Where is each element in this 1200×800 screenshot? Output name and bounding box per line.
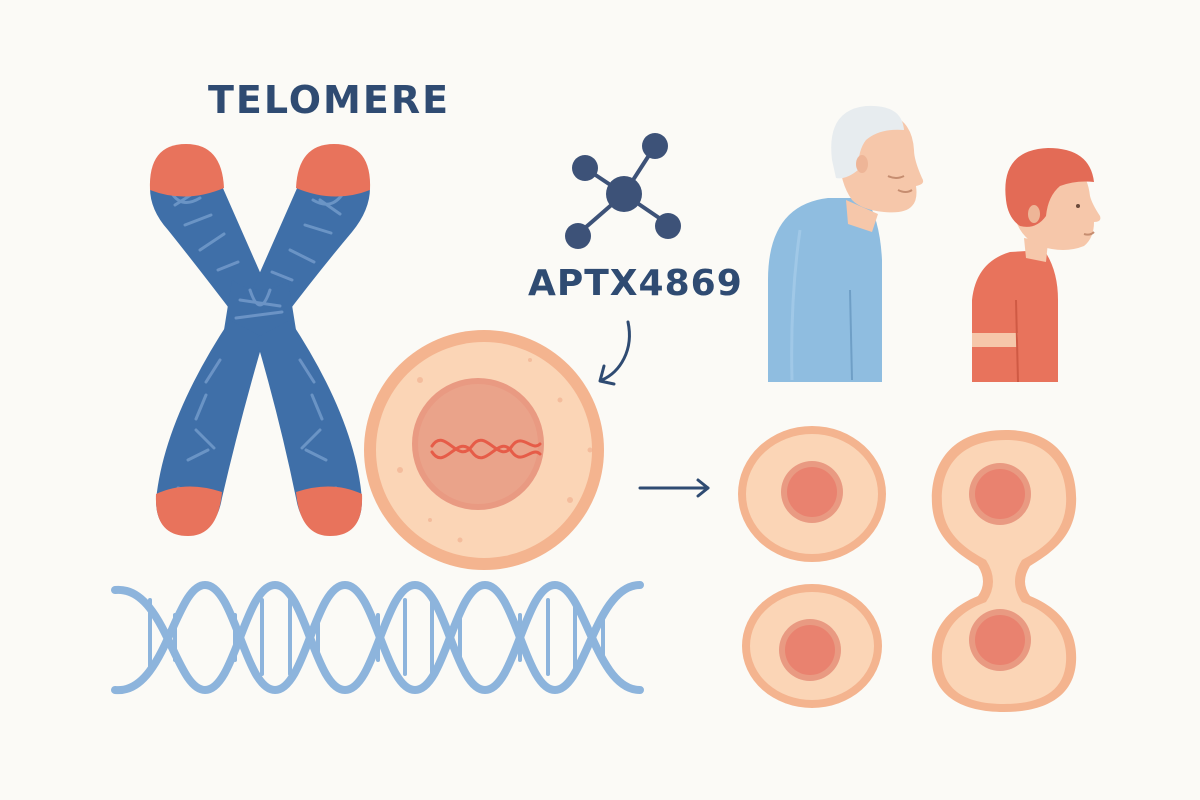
- nucleus-dna-strands: [430, 438, 542, 460]
- elder-shirt: [768, 198, 882, 382]
- child-shirt: [972, 250, 1058, 382]
- compound-label: APTX4869: [528, 263, 743, 304]
- cell-icon-bottom-left: [742, 584, 882, 708]
- telomere-cap-top-right: [296, 144, 371, 197]
- chromosome-arm-lower-left: [156, 320, 264, 534]
- child-icon: [972, 148, 1101, 383]
- elder-hair: [831, 105, 904, 179]
- elderly-person-icon: [768, 105, 924, 382]
- cell-icon-dividing: [931, 430, 1077, 712]
- chromosome-pattern: [168, 188, 347, 496]
- cell-icon-top-left: [738, 426, 886, 562]
- chromosome-icon: [149, 144, 371, 536]
- arrow-right-icon: [638, 478, 710, 498]
- cell-icon: [364, 330, 604, 570]
- telomere-cap-top-left: [149, 144, 224, 197]
- child-hair: [1005, 148, 1094, 227]
- dna-helix-icon: [111, 580, 644, 695]
- telomere-label: TELOMERE: [208, 78, 451, 122]
- arrow-icon: [598, 320, 631, 386]
- molecule-icon: [565, 133, 681, 249]
- telomere-cap-bottom-left: [155, 486, 222, 536]
- chromosome-arm-lower-right: [256, 320, 362, 534]
- chromosome-centromere: [224, 280, 296, 340]
- telomere-cap-bottom-right: [296, 486, 363, 536]
